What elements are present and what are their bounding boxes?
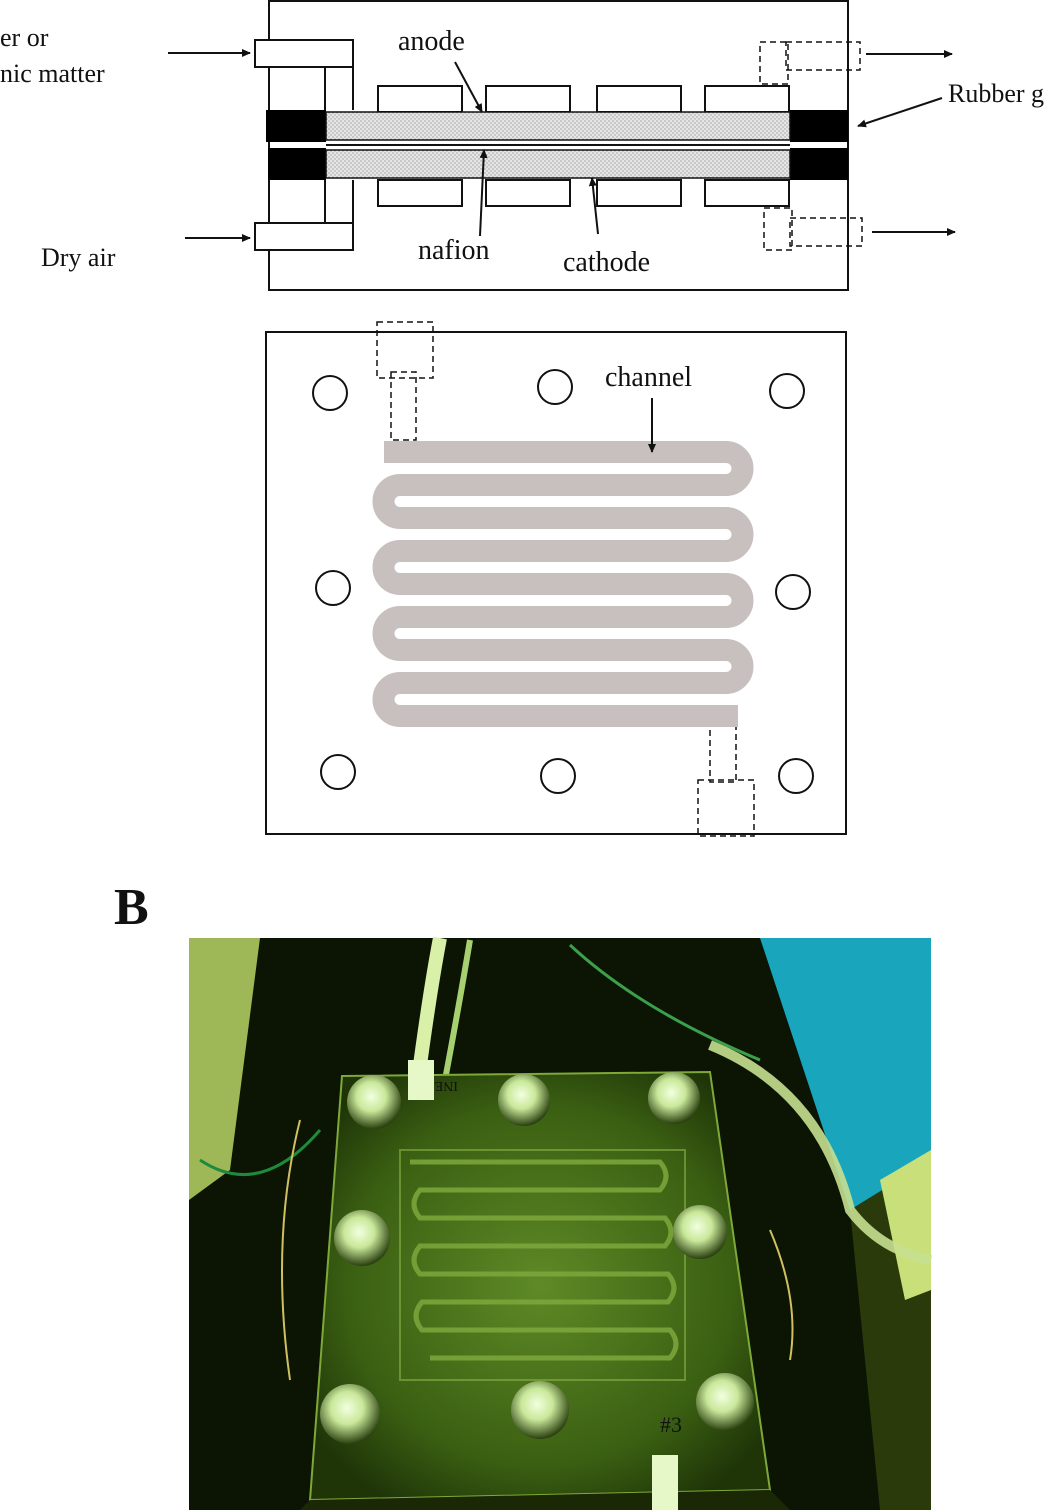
photo-serpentine (410, 1159, 679, 1361)
cross-section-diagram: er or nic matter Dry air anode nafion ca… (0, 0, 1044, 291)
rubber-gasket-top-right (790, 110, 848, 142)
cathode-channel-blocks (377, 179, 790, 207)
plate-inlet-port (376, 321, 434, 379)
bolt-hole (312, 375, 348, 411)
cathode-pointer (588, 177, 599, 235)
plate-outlet-tube (709, 719, 737, 783)
channel-label: channel (605, 362, 692, 393)
nafion-pointer (479, 149, 488, 237)
bolt-hole (540, 758, 576, 794)
serpentine-channel (372, 441, 754, 727)
bolt-hole (537, 369, 573, 405)
anode-pointer (454, 61, 483, 113)
bolt-hole (769, 373, 805, 409)
bolt-hole (315, 570, 351, 606)
rubber-gasket-label: Rubber g (948, 79, 1044, 108)
dry-air-label: Dry air (41, 243, 116, 272)
anode-label: anode (398, 26, 465, 57)
bolt-hole (778, 758, 814, 794)
outlet-port-top-ext (785, 41, 861, 71)
photo-bolts (320, 1072, 754, 1444)
bolt-hole (775, 574, 811, 610)
rubber-gasket-top-left (266, 110, 326, 142)
outlet-port-bottom-ext (789, 217, 863, 247)
inlet-top-label-1: er or (0, 23, 49, 52)
anode-channel-blocks (377, 85, 790, 113)
inlet-top-label-2: nic matter (0, 59, 105, 88)
rubber-gasket-bottom-right (790, 148, 848, 180)
cathode-label: cathode (563, 247, 650, 278)
outlet-port-bottom (763, 207, 793, 251)
inlet-port-bottom (254, 222, 354, 251)
plate-outlet-port (697, 779, 755, 837)
outlet-port-top (759, 41, 789, 85)
anode-membrane (325, 111, 791, 141)
bolt-holes (312, 369, 814, 794)
gasket-pointer (857, 97, 943, 128)
panel-b-label: B (114, 879, 149, 936)
bolt-hole (320, 754, 356, 790)
photo-marker-top: INE (435, 1078, 458, 1093)
device-photo: INE #3 (189, 936, 933, 1510)
cathode-membrane (325, 149, 791, 179)
plate-inlet-tube (390, 371, 417, 441)
flow-plate (265, 331, 847, 835)
nafion-label: nafion (418, 235, 490, 266)
rubber-gasket-bottom-left (268, 148, 326, 180)
photo-marker-bottom: #3 (660, 1412, 682, 1437)
cell-housing (268, 0, 849, 291)
flow-plate-diagram: channel (265, 321, 847, 837)
inlet-port-top (254, 39, 354, 68)
